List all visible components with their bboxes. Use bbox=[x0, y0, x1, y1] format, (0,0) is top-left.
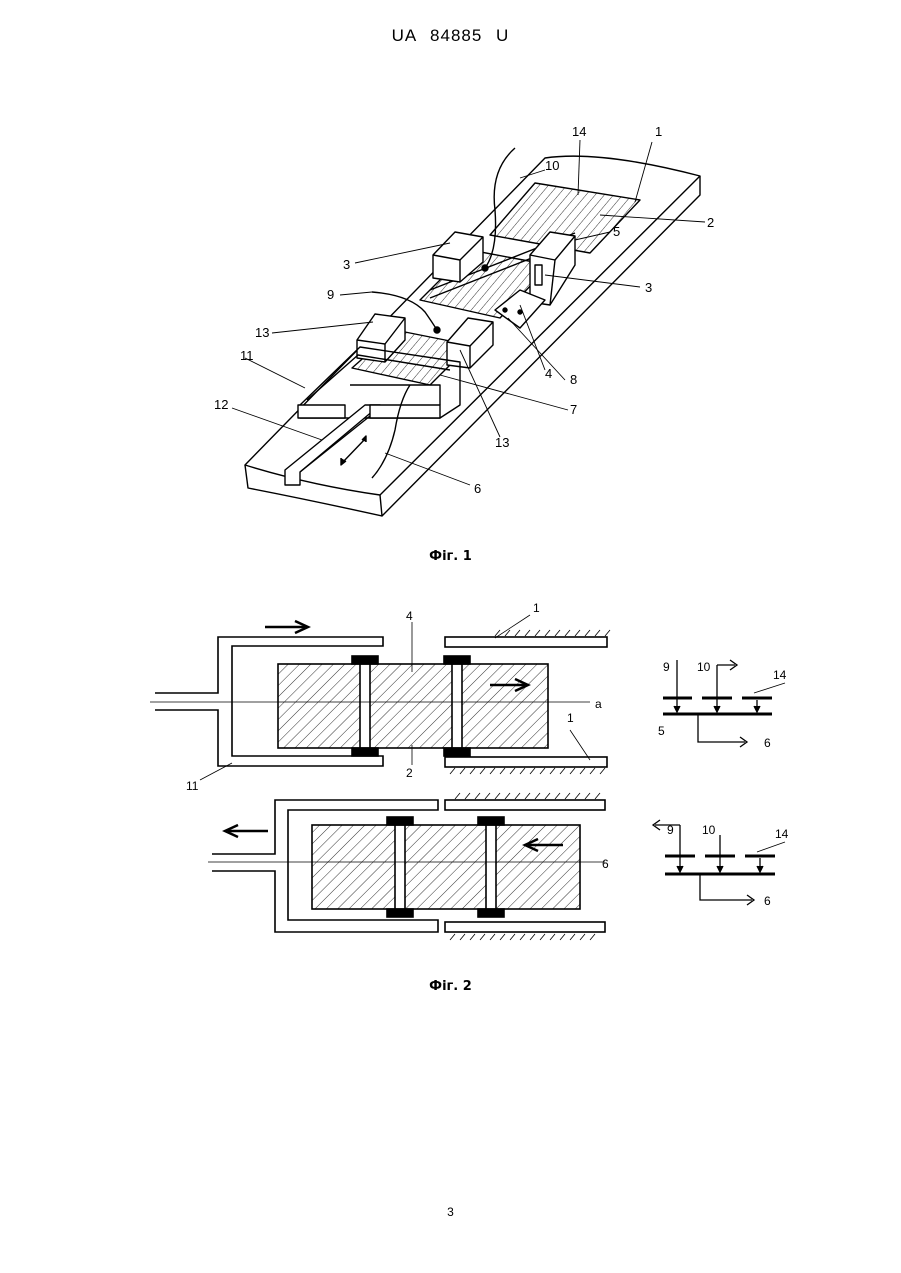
schema-top-label-5: 5 bbox=[658, 724, 665, 738]
schema-bottom-label-9: 9 bbox=[667, 823, 674, 837]
label-3-left: 3 bbox=[343, 257, 350, 272]
schema-top-label-9: 9 bbox=[663, 660, 670, 674]
schema-bottom-label-6: 6 bbox=[764, 894, 771, 908]
fig2-label-6: 6 bbox=[602, 857, 609, 871]
schema-top-label-6: 6 bbox=[764, 736, 771, 750]
figure-2-drawing: 1 4 a 1 2 11 6 9 10 14 5 6 9 10 14 6 bbox=[0, 590, 901, 970]
label-5: 5 bbox=[613, 224, 620, 239]
label-2: 2 bbox=[707, 215, 714, 230]
page-number: 3 bbox=[0, 1205, 901, 1219]
schema-top-label-14: 14 bbox=[773, 668, 787, 682]
fig2-label-1-top: 1 bbox=[533, 601, 540, 615]
label-13-left: 13 bbox=[255, 325, 269, 340]
figure-1-drawing: 1 14 10 2 5 3 3 9 13 4 8 11 7 12 13 6 bbox=[0, 0, 901, 540]
label-14: 14 bbox=[572, 124, 586, 139]
figure-2-caption: Фіг. 2 bbox=[0, 979, 901, 994]
label-7: 7 bbox=[570, 402, 577, 417]
label-3-right: 3 bbox=[645, 280, 652, 295]
fig2-label-4: 4 bbox=[406, 609, 413, 623]
label-6: 6 bbox=[474, 481, 481, 496]
schema-bottom-label-14: 14 bbox=[775, 827, 789, 841]
label-4: 4 bbox=[545, 366, 552, 381]
label-1: 1 bbox=[655, 124, 662, 139]
label-8: 8 bbox=[570, 372, 577, 387]
label-9: 9 bbox=[327, 287, 334, 302]
figure-1-caption: Фіг. 1 bbox=[0, 549, 901, 564]
schema-top-label-10: 10 bbox=[697, 660, 711, 674]
fig2-label-2: 2 bbox=[406, 766, 413, 780]
label-12: 12 bbox=[214, 397, 228, 412]
label-13-right: 13 bbox=[495, 435, 509, 450]
fig2-label-11: 11 bbox=[186, 779, 199, 793]
label-11: 11 bbox=[240, 348, 254, 363]
fig2-label-1-bottom: 1 bbox=[567, 711, 574, 725]
fig2-label-a: a bbox=[595, 697, 602, 711]
label-10: 10 bbox=[545, 158, 559, 173]
schema-bottom-label-10: 10 bbox=[702, 823, 716, 837]
